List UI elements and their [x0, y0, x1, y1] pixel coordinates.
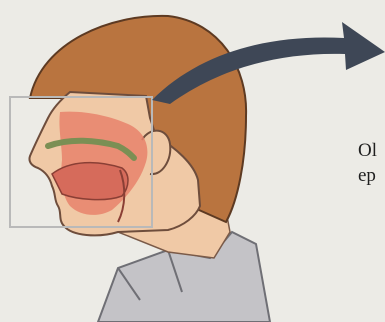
caption-line-2: ep: [358, 166, 376, 185]
tongue: [52, 163, 128, 200]
caption-line-1: Ol: [358, 141, 377, 160]
